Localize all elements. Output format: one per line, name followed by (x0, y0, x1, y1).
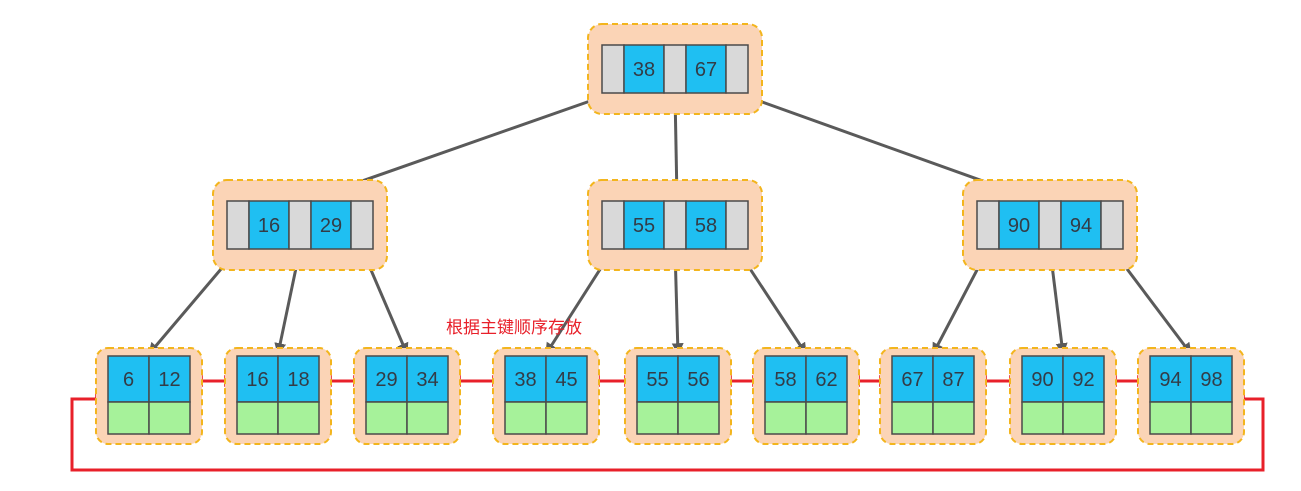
data-cell (406, 401, 449, 435)
key-label: 92 (1072, 369, 1094, 391)
key-cell (236, 355, 279, 403)
key-cell (248, 200, 290, 250)
key-label: 45 (555, 369, 577, 391)
data-cell (677, 401, 720, 435)
key-label: 58 (695, 215, 717, 237)
data-cell (107, 401, 150, 435)
key-label: 90 (1008, 215, 1030, 237)
leaf-node-3: 29 34 (353, 347, 461, 445)
pointer-cell (725, 200, 749, 250)
pointer-cell (601, 44, 625, 94)
annotation-text: 根据主键顺序存放 (446, 318, 582, 338)
key-cell (764, 355, 807, 403)
key-label: 94 (1070, 215, 1092, 237)
key-label: 38 (514, 369, 536, 391)
key-cell (623, 44, 665, 94)
key-cell (277, 355, 320, 403)
key-cell (504, 355, 547, 403)
key-label: 58 (774, 369, 796, 391)
key-label: 29 (320, 215, 342, 237)
key-label: 67 (695, 59, 717, 81)
key-label: 55 (633, 215, 655, 237)
key-label: 62 (815, 369, 837, 391)
data-cell (805, 401, 848, 435)
key-label: 90 (1031, 369, 1053, 391)
key-cell (685, 200, 727, 250)
key-label: 12 (158, 369, 180, 391)
key-cell (545, 355, 588, 403)
key-label: 56 (687, 369, 709, 391)
leaf-loop-link (70, 393, 1265, 472)
key-cell (623, 200, 665, 250)
pointer-cell (663, 44, 687, 94)
data-cell (236, 401, 279, 435)
key-label: 67 (901, 369, 923, 391)
root-node: 38 67 (587, 23, 763, 115)
internal-node-3: 90 94 (962, 179, 1138, 271)
leaf-node-8: 90 92 (1009, 347, 1117, 445)
pointer-cell (601, 200, 625, 250)
data-cell (365, 401, 408, 435)
pointer-cell (1100, 200, 1124, 250)
leaf-node-6: 58 62 (752, 347, 860, 445)
leaf-node-9: 94 98 (1137, 347, 1245, 445)
data-cell (764, 401, 807, 435)
key-cell (1021, 355, 1064, 403)
key-label: 6 (123, 369, 134, 391)
leaf-node-4: 38 45 (492, 347, 600, 445)
pointer-cell (976, 200, 1000, 250)
key-label: 16 (258, 215, 280, 237)
data-cell (891, 401, 934, 435)
data-cell (504, 401, 547, 435)
pointer-cell (350, 200, 374, 250)
pointer-cell (226, 200, 250, 250)
data-cell (277, 401, 320, 435)
key-cell (406, 355, 449, 403)
key-label: 55 (646, 369, 668, 391)
data-cell (148, 401, 191, 435)
pointer-cell (725, 44, 749, 94)
key-label: 34 (416, 369, 438, 391)
key-cell (685, 44, 727, 94)
key-cell (891, 355, 934, 403)
data-cell (636, 401, 679, 435)
internal-node-2: 55 58 (587, 179, 763, 271)
key-label: 38 (633, 59, 655, 81)
key-label: 87 (942, 369, 964, 391)
key-cell (107, 355, 150, 403)
data-cell (1021, 401, 1064, 435)
data-cell (932, 401, 975, 435)
key-label: 16 (246, 369, 268, 391)
pointer-cell (288, 200, 312, 250)
key-label: 98 (1200, 369, 1222, 391)
data-cell (1149, 401, 1192, 435)
data-cell (545, 401, 588, 435)
key-label: 18 (287, 369, 309, 391)
data-cell (1190, 401, 1233, 435)
leaf-node-5: 55 56 (624, 347, 732, 445)
leaf-node-1: 6 12 (95, 347, 203, 445)
key-cell (805, 355, 848, 403)
leaf-node-7: 67 87 (879, 347, 987, 445)
key-label: 29 (375, 369, 397, 391)
key-cell (636, 355, 679, 403)
key-cell (1062, 355, 1105, 403)
data-cell (1062, 401, 1105, 435)
key-label: 94 (1159, 369, 1181, 391)
pointer-cell (1038, 200, 1062, 250)
pointer-cell (663, 200, 687, 250)
